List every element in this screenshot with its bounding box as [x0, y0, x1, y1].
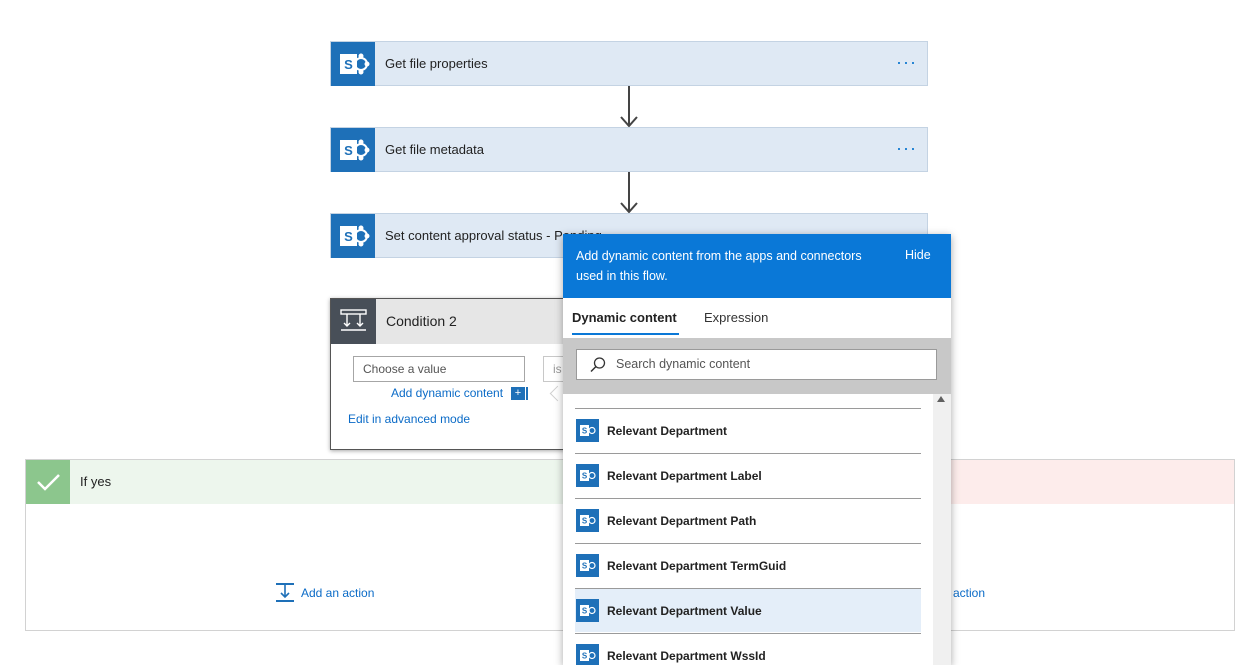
list-item-label: Relevant Department Path [607, 514, 757, 528]
svg-text:S: S [582, 652, 588, 661]
action-card-get-file-properties[interactable]: S Get file properties ··· [330, 41, 928, 86]
choose-value-input[interactable]: Choose a value [353, 356, 525, 382]
operator-select[interactable]: is [543, 356, 569, 382]
panel-description: Add dynamic content from the apps and co… [576, 249, 862, 283]
dynamic-content-list: S Relevant Department S Relevant Departm… [563, 394, 933, 665]
list-item-label: Relevant Department TermGuid [607, 559, 787, 573]
panel-tabs: Dynamic content Expression [563, 298, 951, 338]
sharepoint-icon: S [576, 464, 599, 487]
active-tab-underline [572, 333, 679, 335]
plus-icon[interactable]: + [511, 387, 525, 400]
sharepoint-icon: S [576, 644, 599, 665]
add-action-button[interactable]: Add an action [301, 586, 375, 600]
svg-text:S: S [344, 143, 353, 158]
tab-dynamic-content[interactable]: Dynamic content [572, 310, 677, 325]
sharepoint-icon: S [331, 42, 375, 86]
list-item[interactable] [575, 394, 921, 408]
condition-title: Condition 2 [386, 313, 457, 329]
action-title: Set content approval status - Pending [385, 228, 602, 243]
search-icon [590, 357, 606, 373]
list-item-selected[interactable]: S Relevant Department Value [575, 588, 921, 632]
list-item-label: Relevant Department WssId [607, 649, 766, 663]
action-title: Get file properties [385, 56, 488, 71]
search-input[interactable]: Search dynamic content [576, 349, 937, 380]
svg-text:S: S [582, 517, 588, 526]
svg-text:S: S [582, 562, 588, 571]
condition-icon [331, 299, 376, 344]
sharepoint-icon: S [331, 128, 375, 172]
svg-text:S: S [344, 229, 353, 244]
search-area: Search dynamic content [563, 338, 951, 394]
more-options-button[interactable]: ··· [896, 52, 917, 72]
list-item[interactable]: S Relevant Department Label [575, 453, 921, 497]
svg-text:S: S [582, 427, 588, 436]
condition-header[interactable]: Condition 2 [331, 299, 565, 344]
list-item-label: Relevant Department Label [607, 469, 762, 483]
search-placeholder: Search dynamic content [616, 357, 751, 371]
list-item[interactable]: S Relevant Department Path [575, 498, 921, 542]
tab-expression[interactable]: Expression [704, 310, 769, 325]
sharepoint-icon: S [576, 419, 599, 442]
svg-text:S: S [344, 57, 353, 72]
add-dynamic-content-link[interactable]: Add dynamic content [391, 386, 504, 400]
svg-text:S: S [582, 472, 588, 481]
list-item[interactable]: S Relevant Department WssId [575, 633, 921, 665]
list-item-label: Relevant Department Value [607, 604, 762, 618]
sharepoint-icon: S [576, 554, 599, 577]
arrow-down-icon [620, 86, 638, 128]
add-action-button-no[interactable]: action [953, 586, 986, 600]
list-scrollbar[interactable] [933, 394, 951, 665]
check-icon [26, 460, 70, 504]
hide-button[interactable]: Hide [905, 248, 931, 262]
scroll-up-arrow-icon[interactable] [937, 396, 945, 402]
list-item[interactable]: S Relevant Department TermGuid [575, 543, 921, 587]
list-item[interactable]: S Relevant Department [575, 408, 921, 452]
svg-text:S: S [582, 607, 588, 616]
if-yes-header: If yes [26, 460, 631, 504]
panel-header: Add dynamic content from the apps and co… [563, 234, 951, 298]
arrow-down-icon [620, 172, 638, 214]
if-yes-label: If yes [80, 474, 112, 489]
edit-advanced-mode-link[interactable]: Edit in advanced mode [348, 412, 471, 426]
list-item-label: Relevant Department [607, 424, 728, 438]
more-options-button[interactable]: ··· [896, 138, 917, 158]
sharepoint-icon: S [576, 509, 599, 532]
action-title: Get file metadata [385, 142, 484, 157]
sharepoint-icon: S [331, 214, 375, 258]
dynamic-content-panel: Add dynamic content from the apps and co… [563, 234, 951, 665]
add-action-icon[interactable] [275, 582, 295, 602]
sharepoint-icon: S [576, 599, 599, 622]
plus-icon-bar [526, 387, 528, 400]
action-card-get-file-metadata[interactable]: S Get file metadata ··· [330, 127, 928, 172]
condition-card[interactable]: Condition 2 Choose a value is Add dynami… [330, 298, 569, 450]
